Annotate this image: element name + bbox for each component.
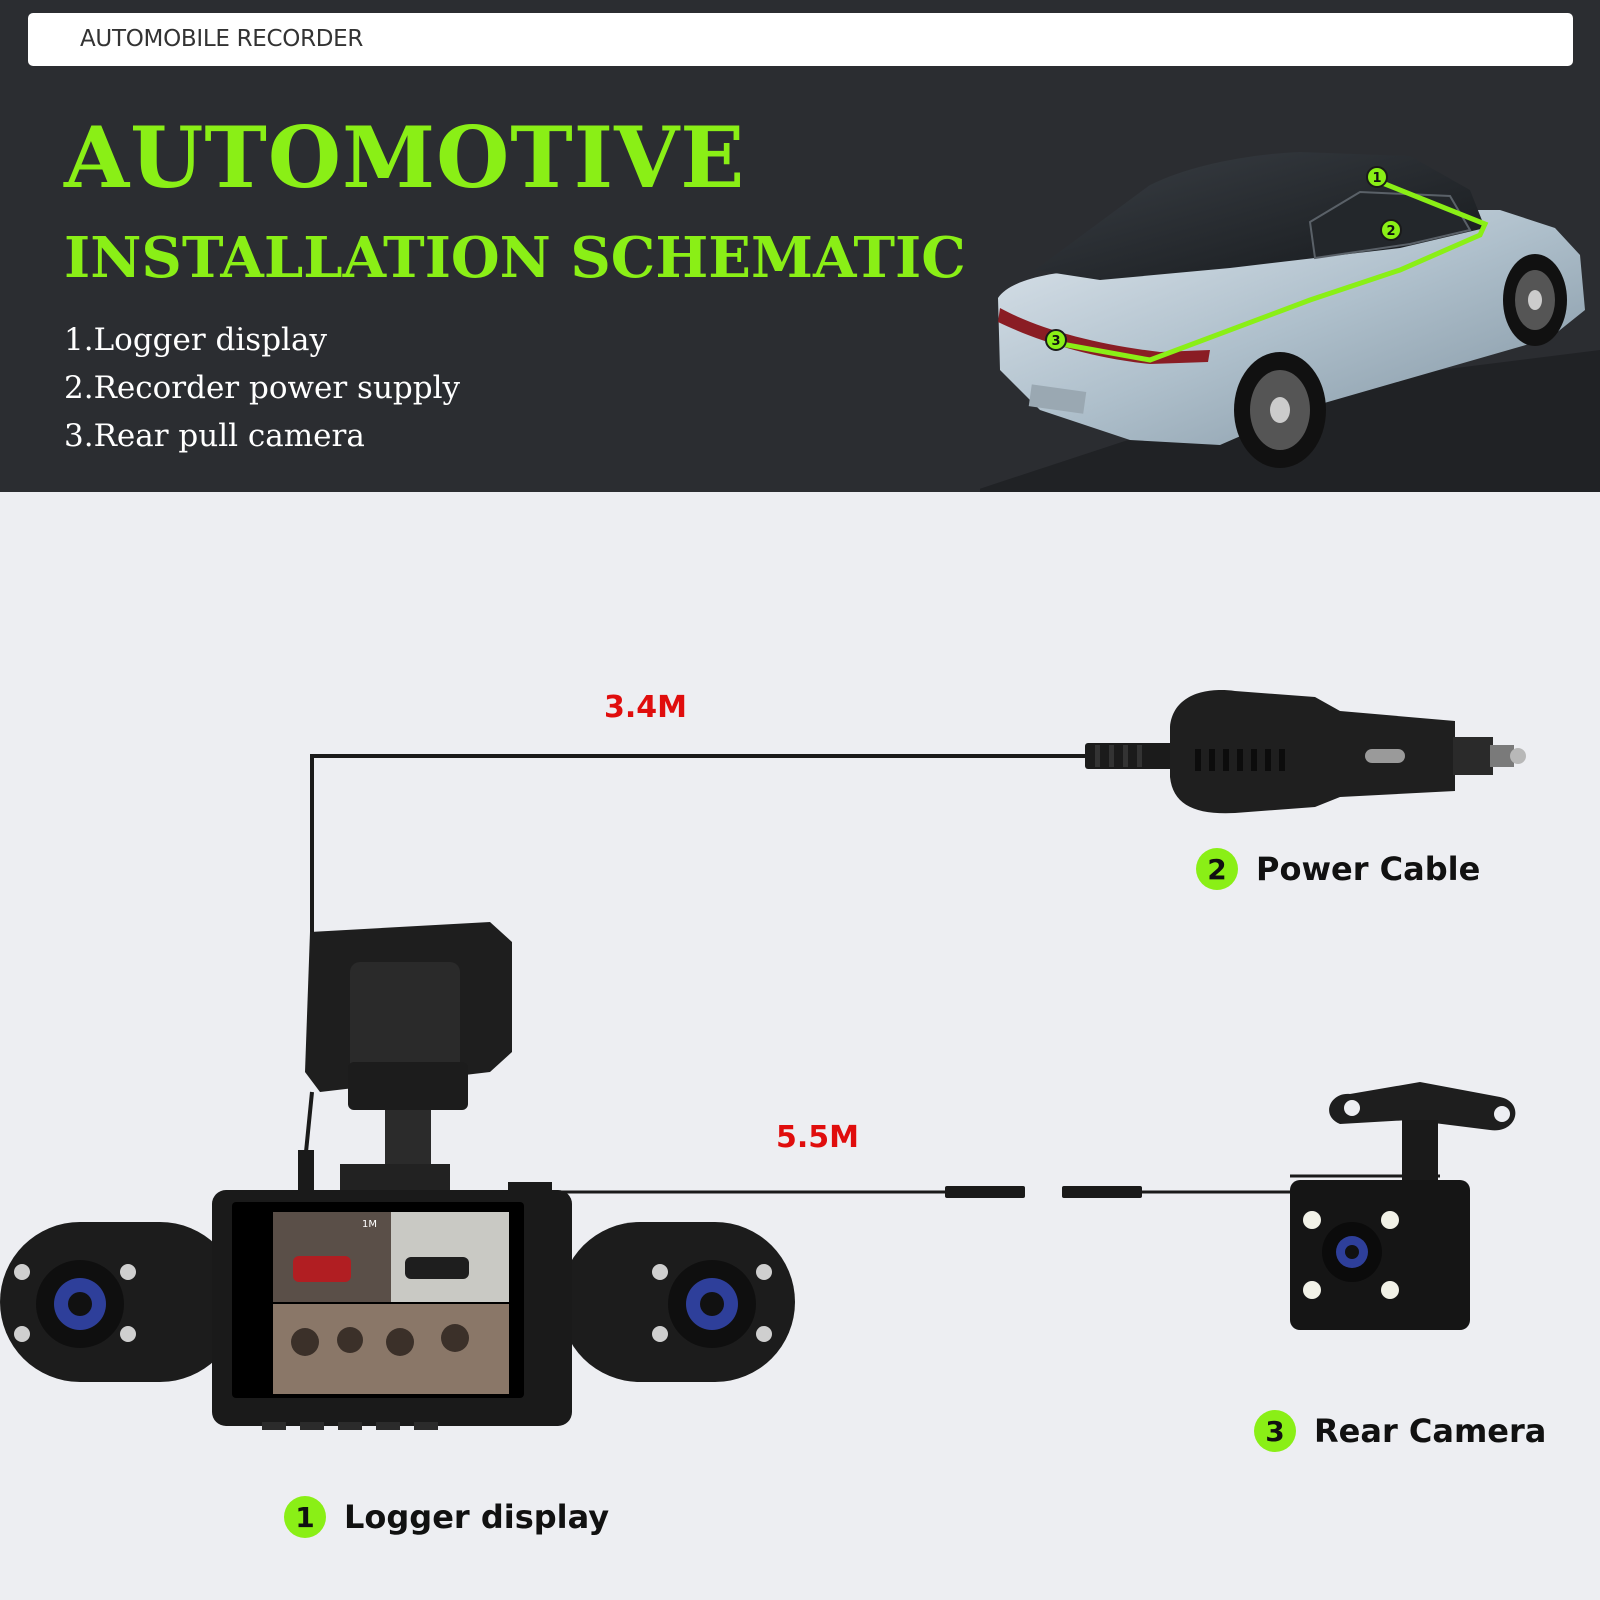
power-cable-length: 3.4M xyxy=(604,690,687,725)
dashcam-icon: 1M xyxy=(0,922,795,1430)
part-name-logger: Logger display xyxy=(344,1498,610,1536)
title-sub: INSTALLATION SCHEMATIC xyxy=(64,225,966,291)
part-label-power: 2 Power Cable xyxy=(1196,848,1480,890)
car-charger-icon xyxy=(1085,690,1526,814)
part-number-badge-2: 2 xyxy=(1196,848,1238,890)
part-label-logger: 1 Logger display xyxy=(284,1496,609,1538)
legend-item-2: 2.Recorder power supply xyxy=(64,370,461,406)
part-number-badge-1: 1 xyxy=(284,1496,326,1538)
part-name-power: Power Cable xyxy=(1256,850,1481,888)
rear-camera-icon xyxy=(1290,1082,1516,1330)
car-marker-1: 1 xyxy=(1366,166,1388,188)
car-marker-2-text: 2 xyxy=(1386,224,1395,239)
wiring-diagram: 1M 3.4M 5.5M 1 Logger display 2 Power Ca… xyxy=(0,492,1600,1600)
brand-label: AUTOMOBILE RECORDER xyxy=(80,26,364,52)
rear-cable-length: 5.5M xyxy=(776,1120,859,1155)
part-label-rear: 3 Rear Camera xyxy=(1254,1410,1546,1452)
brand-bar: AUTOMOBILE RECORDER xyxy=(28,13,1573,66)
part-name-rear: Rear Camera xyxy=(1314,1412,1547,1450)
legend-item-3: 3.Rear pull camera xyxy=(64,418,365,454)
car-marker-3: 3 xyxy=(1045,329,1067,351)
screen-overlay-text: 1M xyxy=(362,1219,377,1230)
car-marker-2: 2 xyxy=(1380,219,1402,241)
car-marker-1-text: 1 xyxy=(1372,171,1381,186)
car-marker-3-text: 3 xyxy=(1051,334,1060,349)
header-panel: AUTOMOBILE RECORDER AUTOMOTIVE INSTALLAT… xyxy=(0,0,1600,492)
car-illustration-icon: 1 2 3 xyxy=(980,152,1600,492)
part-number-badge-3: 3 xyxy=(1254,1410,1296,1452)
title-main: AUTOMOTIVE xyxy=(64,108,746,207)
legend-item-1: 1.Logger display xyxy=(64,322,327,358)
